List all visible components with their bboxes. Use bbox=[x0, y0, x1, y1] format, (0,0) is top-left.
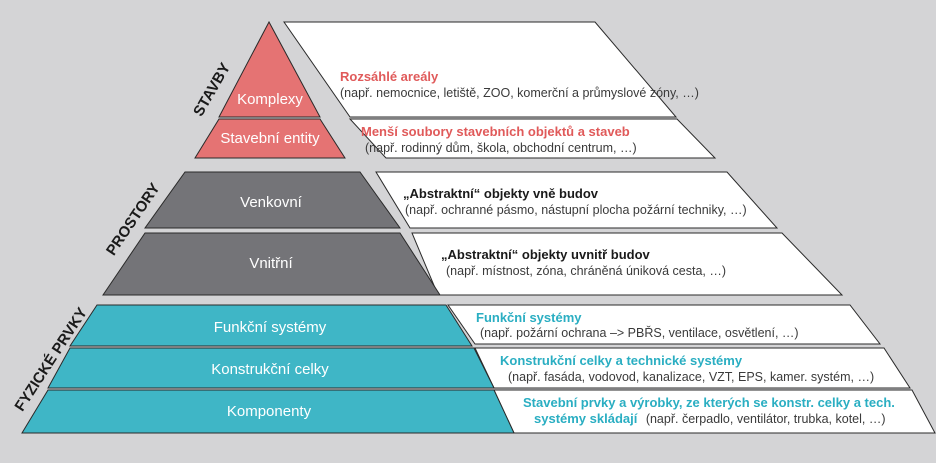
tier-funkcni-systemy bbox=[69, 304, 473, 347]
desc-example-funkcni-systemy: (např. požární ochrana –> PBŘS, ventilac… bbox=[480, 325, 799, 340]
desc-example-vnitrni: (např. místnost, zóna, chráněná úniková … bbox=[446, 264, 726, 278]
label-komplexy: Komplexy bbox=[237, 91, 303, 108]
label-venkovni: Venkovní bbox=[240, 194, 303, 211]
desc-example-komponenty: (např. čerpadlo, ventilátor, trubka, kot… bbox=[646, 412, 886, 426]
tier-vnitrni bbox=[102, 232, 441, 296]
desc-title-venkovni: „Abstraktní“ objekty vně budov bbox=[403, 186, 599, 201]
pyramid-prostory bbox=[102, 171, 441, 296]
label-funkcni-systemy: Funkční systémy bbox=[214, 319, 327, 336]
descriptions: Rozsáhlé areály (např. nemocnice, letišt… bbox=[340, 69, 895, 427]
desc-title2-komponenty: systémy skládají bbox=[534, 411, 638, 426]
tier-stavebni-entity bbox=[194, 118, 346, 159]
label-komponenty: Komponenty bbox=[227, 403, 312, 420]
desc-example-venkovni: (např. ochranné pásmo, nástupní plocha p… bbox=[405, 203, 747, 217]
label-vnitrni: Vnitřní bbox=[249, 255, 293, 272]
label-stavebni-entity: Stavební entity bbox=[220, 130, 320, 147]
desc-title-komponenty: Stavební prvky a výrobky, ze kterých se … bbox=[523, 395, 895, 410]
tier-venkovni bbox=[144, 171, 401, 229]
desc-title-konstrukcni-celky: Konstrukční celky a technické systémy bbox=[500, 353, 743, 368]
desc-example-stavebni-entity: (např. rodinný dům, škola, obchodní cent… bbox=[365, 141, 637, 155]
desc-title-stavebni-entity: Menší soubory stavebních objektů a stave… bbox=[361, 124, 630, 139]
desc-title-vnitrni: „Abstraktní“ objekty uvnitř budov bbox=[441, 247, 651, 262]
desc-example-konstrukcni-celky: (např. fasáda, vodovod, kanalizace, VZT,… bbox=[508, 370, 874, 384]
pyramid-fyzicke bbox=[21, 304, 515, 434]
pyramid-stavby bbox=[194, 20, 346, 159]
desc-example-komplexy: (např. nemocnice, letiště, ZOO, komerční… bbox=[340, 86, 699, 100]
panel-funkcni-systemy bbox=[447, 304, 882, 345]
desc-line2-komponenty: systémy skládají (např. čerpadlo, ventil… bbox=[534, 410, 886, 427]
tier-konstrukcni-celky bbox=[47, 347, 495, 389]
level-labels: Komplexy Stavební entity Venkovní Vnitřn… bbox=[211, 91, 329, 420]
label-konstrukcni-celky: Konstrukční celky bbox=[211, 361, 329, 378]
panel-vnitrni bbox=[411, 232, 844, 296]
panel-komplexy bbox=[283, 21, 678, 118]
tier-komplexy bbox=[218, 20, 321, 118]
desc-title-funkcni-systemy: Funkční systémy bbox=[476, 310, 582, 325]
description-panels bbox=[283, 21, 936, 434]
desc-title-komplexy: Rozsáhlé areály bbox=[340, 69, 439, 84]
panel-venkovni bbox=[375, 171, 779, 229]
panel-stavebni-entity bbox=[348, 118, 717, 159]
tier-komponenty bbox=[21, 389, 515, 434]
